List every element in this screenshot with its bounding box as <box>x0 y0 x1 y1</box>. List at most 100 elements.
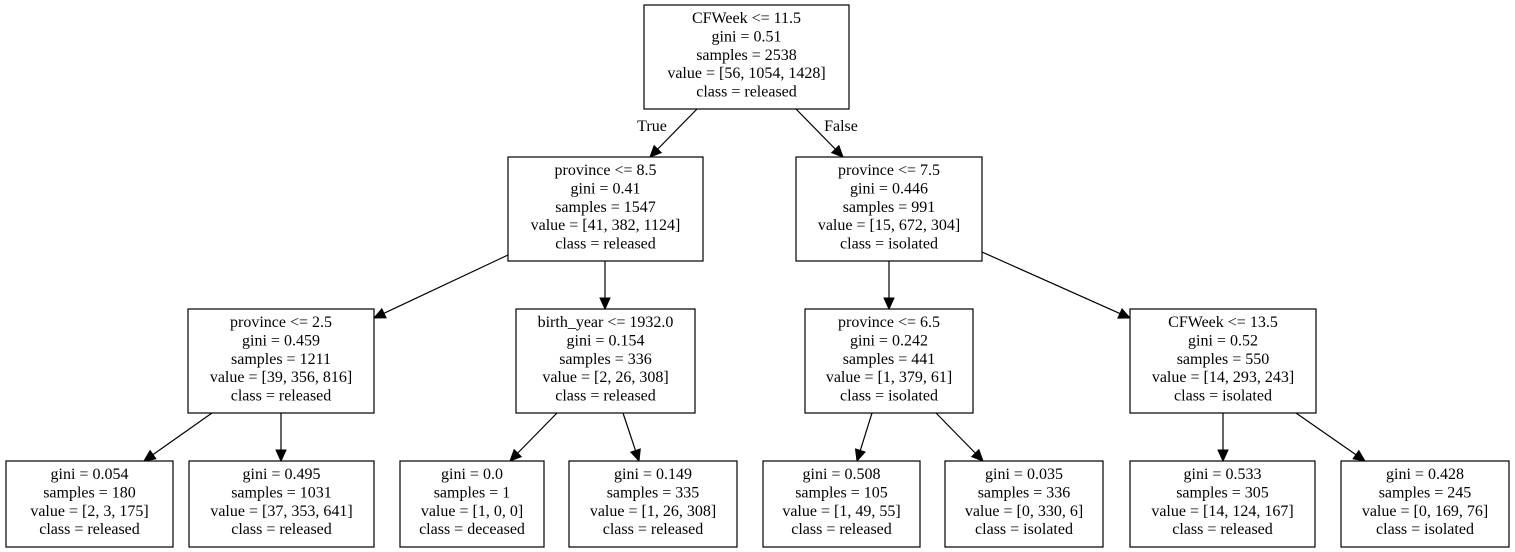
node-line: value = [37, 353, 641] <box>210 503 352 520</box>
node-line: samples = 245 <box>1379 484 1472 501</box>
edge-n6-n13 <box>1217 413 1229 463</box>
edge-n1-n4 <box>599 261 611 311</box>
edge-n2-n6 <box>981 251 1132 319</box>
node-line: value = [1, 0, 0] <box>421 503 523 520</box>
node-box <box>1129 460 1316 548</box>
node-line: value = [0, 330, 6] <box>965 503 1083 520</box>
arrowhead-icon <box>1352 449 1366 462</box>
node-box <box>515 308 696 414</box>
node-line: class = released <box>555 388 656 405</box>
node-line: samples = 105 <box>795 484 888 501</box>
node-line: province <= 6.5 <box>838 314 940 331</box>
edges-layer: True False <box>143 108 1366 463</box>
node-line: value = [41, 382, 1124] <box>531 217 681 234</box>
node-line: samples = 991 <box>843 199 936 216</box>
arrowhead-icon <box>629 448 641 463</box>
node-line: class = deceased <box>419 521 525 538</box>
node-box <box>944 460 1104 548</box>
arrowhead-icon <box>599 297 611 311</box>
node-line: gini = 0.41 <box>571 180 641 197</box>
edge-line <box>657 108 698 150</box>
node-line: value = [2, 26, 308] <box>542 369 668 386</box>
node-line: province <= 8.5 <box>554 162 656 179</box>
edge-n6-n14 <box>1295 412 1366 462</box>
edge-n0-n2: False <box>795 108 858 158</box>
node-line: class = isolated <box>1376 521 1474 538</box>
node-line: CFWeek <= 13.5 <box>1168 314 1278 331</box>
node-line: class = released <box>39 521 140 538</box>
node-box <box>1340 460 1510 548</box>
edge-line <box>935 412 976 454</box>
node-line: gini = 0.446 <box>850 180 928 197</box>
edge-n3-n8 <box>275 413 287 463</box>
node-line: class = released <box>1172 521 1273 538</box>
edge-n4-n10 <box>622 412 641 463</box>
node-line: CFWeek <= 11.5 <box>692 10 801 27</box>
node-line: value = [0, 169, 76] <box>1362 503 1488 520</box>
arrowhead-icon <box>509 448 523 462</box>
node-line: samples = 1547 <box>555 199 656 216</box>
edge-n3-n7 <box>143 412 213 462</box>
node-line: gini = 0.154 <box>567 332 645 349</box>
edge-line <box>795 108 836 150</box>
node-line: value = [14, 124, 167] <box>1151 503 1293 520</box>
node-line: gini = 0.495 <box>243 466 321 483</box>
edge-n5-n11 <box>854 412 873 463</box>
node-line: samples = 441 <box>843 351 936 368</box>
node-line: class = isolated <box>840 388 938 405</box>
edge-label-true: True <box>637 118 667 135</box>
node-box <box>762 460 921 548</box>
node-line: samples = 335 <box>607 484 700 501</box>
node-line: class = isolated <box>840 236 938 253</box>
node-line: birth_year <= 1932.0 <box>538 314 674 331</box>
edge-line <box>383 254 509 314</box>
arrowhead-icon <box>1117 308 1132 319</box>
node-line: samples = 180 <box>43 484 136 501</box>
node-line: samples = 2538 <box>696 47 797 64</box>
edge-n1-n3 <box>372 254 509 319</box>
node-box <box>188 460 375 548</box>
node-box <box>804 308 974 414</box>
node-box <box>568 460 738 548</box>
node-line: gini = 0.035 <box>985 466 1063 483</box>
node-line: gini = 0.52 <box>1188 332 1258 349</box>
node-line: gini = 0.51 <box>712 28 782 45</box>
node-line: class = released <box>555 236 656 253</box>
node-line: value = [1, 26, 308] <box>590 503 716 520</box>
arrowhead-icon <box>883 297 895 311</box>
node-line: value = [1, 379, 61] <box>826 369 952 386</box>
arrowhead-icon <box>372 307 387 319</box>
node-line: gini = 0.508 <box>803 466 881 483</box>
node-line: gini = 0.533 <box>1184 466 1262 483</box>
node-line: samples = 550 <box>1177 351 1270 368</box>
node-line: value = [14, 293, 243] <box>1152 369 1294 386</box>
edge-n4-n9 <box>509 412 558 462</box>
arrowhead-icon <box>970 448 984 462</box>
node-line: gini = 0.459 <box>242 332 320 349</box>
arrowhead-icon <box>854 448 866 463</box>
edge-line <box>152 412 213 456</box>
node-box <box>643 4 850 110</box>
node-line: class = isolated <box>1174 388 1272 405</box>
edge-n5-n12 <box>935 412 984 462</box>
arrowhead-icon <box>830 144 844 158</box>
node-line: value = [2, 3, 175] <box>30 503 148 520</box>
arrowhead-icon <box>649 144 663 158</box>
node-line: value = [1, 49, 55] <box>782 503 900 520</box>
edge-n0-n1: True <box>637 108 698 158</box>
node-box <box>507 156 704 262</box>
node-line: value = [56, 1054, 1428] <box>667 65 825 82</box>
node-line: samples = 305 <box>1176 484 1269 501</box>
node-line: samples = 1031 <box>231 484 332 501</box>
